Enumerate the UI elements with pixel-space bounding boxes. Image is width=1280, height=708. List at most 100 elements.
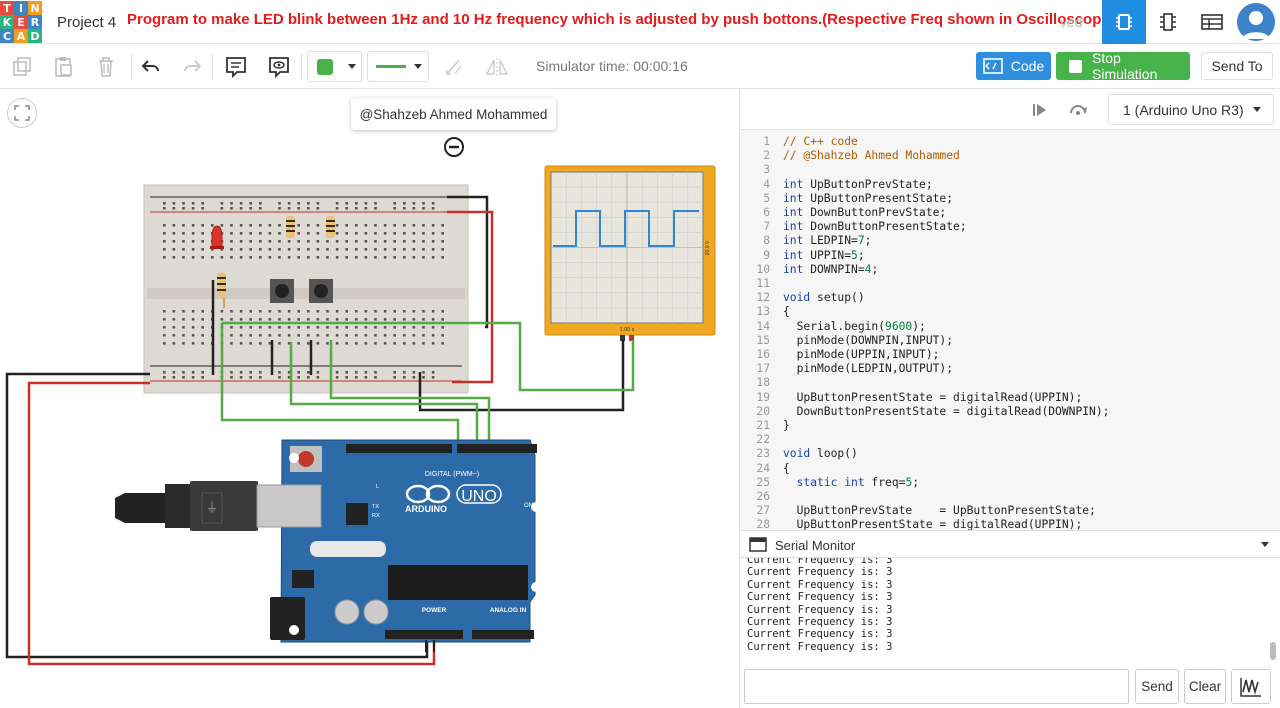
code-line: 15 pinMode(DOWNPIN,INPUT); bbox=[740, 334, 1280, 348]
arduino-on-label: ON bbox=[524, 503, 533, 509]
line-number: 17 bbox=[756, 362, 770, 376]
line-number: 16 bbox=[756, 348, 770, 361]
redo-icon[interactable] bbox=[178, 53, 206, 81]
serial-clear-button[interactable]: Clear bbox=[1184, 669, 1226, 704]
restart-icon[interactable] bbox=[1064, 96, 1092, 124]
notes-toggle-icon[interactable] bbox=[265, 53, 293, 81]
push-button[interactable] bbox=[309, 279, 333, 303]
serial-monitor-header[interactable]: Serial Monitor bbox=[740, 530, 1280, 558]
chevron-down-icon bbox=[348, 64, 356, 69]
delete-icon[interactable] bbox=[92, 53, 120, 81]
stop-simulation-button[interactable]: Stop Simulation bbox=[1056, 50, 1190, 82]
device-select[interactable]: 1 (Arduino Uno R3) bbox=[1108, 94, 1274, 125]
copy-icon[interactable] bbox=[8, 53, 36, 81]
fit-view-button[interactable] bbox=[7, 98, 37, 128]
line-number: 3 bbox=[763, 163, 770, 177]
serial-line: Current Frequency is: 3 bbox=[747, 628, 893, 641]
serial-input[interactable] bbox=[744, 669, 1129, 704]
code-line: 14 Serial.begin(9600); bbox=[740, 320, 1280, 334]
code-button[interactable]: Code bbox=[976, 52, 1051, 80]
circuit-view-icon[interactable] bbox=[1102, 0, 1146, 44]
line-number: 19 bbox=[756, 390, 770, 404]
resistor[interactable] bbox=[326, 216, 335, 238]
color-picker[interactable] bbox=[307, 51, 362, 82]
notes-icon[interactable] bbox=[222, 53, 250, 81]
user-avatar-icon[interactable] bbox=[1237, 3, 1275, 41]
code-line: 22 bbox=[740, 433, 1280, 447]
breadboard[interactable] bbox=[143, 184, 469, 394]
logo-letter: N bbox=[28, 1, 42, 15]
rotate-icon[interactable] bbox=[440, 53, 468, 81]
circuit-drawing: 1.00 s 20.0 V ⏚ bbox=[5, 137, 716, 666]
line-number: 8 bbox=[763, 234, 770, 248]
paste-icon[interactable] bbox=[49, 53, 77, 81]
step-icon[interactable] bbox=[1026, 96, 1054, 124]
project-name[interactable]: Project 4 bbox=[57, 14, 117, 31]
fit-view-icon bbox=[14, 105, 30, 121]
arduino-l-label: L bbox=[376, 484, 379, 490]
svg-text:⏚: ⏚ bbox=[205, 500, 218, 515]
push-button[interactable] bbox=[270, 279, 294, 303]
oscilloscope[interactable]: 1.00 s 20.0 V bbox=[544, 165, 716, 341]
line-number: 13 bbox=[756, 305, 770, 319]
logo-letter: E bbox=[14, 15, 28, 29]
save-status: ved bbox=[1060, 14, 1083, 30]
arduino-logo bbox=[405, 484, 502, 504]
arduino-power-label: POWER bbox=[422, 607, 447, 614]
line-number: 14 bbox=[756, 319, 770, 333]
oscilloscope-volt-label: 20.0 V bbox=[705, 240, 711, 255]
code-line: 18 bbox=[740, 376, 1280, 390]
serial-line: Current Frequency is: 3 bbox=[747, 558, 893, 566]
line-number: 15 bbox=[756, 333, 770, 347]
resistor[interactable] bbox=[217, 273, 226, 297]
code-icon bbox=[982, 58, 1003, 74]
serial-send-button[interactable]: Send bbox=[1135, 669, 1179, 704]
logo-letter: A bbox=[14, 29, 28, 43]
line-number: 10 bbox=[756, 262, 770, 276]
circuit-canvas[interactable]: @Shahzeb Ahmed Mohammed bbox=[0, 89, 739, 708]
line-number: 26 bbox=[756, 490, 770, 503]
chevron-down-icon[interactable] bbox=[1261, 542, 1269, 547]
serial-line: Current Frequency is: 3 bbox=[747, 603, 893, 616]
red-led[interactable] bbox=[210, 225, 224, 249]
component-list-icon[interactable] bbox=[1190, 0, 1234, 44]
editor-toolbar: Simulator time: 00:00:16 Code Stop Simul… bbox=[0, 44, 1280, 89]
stop-icon bbox=[1069, 59, 1082, 73]
line-number: 25 bbox=[756, 475, 770, 489]
arduino-rx-label: RX bbox=[372, 513, 380, 519]
line-number: 18 bbox=[756, 376, 770, 390]
resistor[interactable] bbox=[286, 216, 295, 238]
zoom-out-icon[interactable] bbox=[444, 137, 464, 157]
arduino-uno-board[interactable]: ⏚ DIGITAL (PWM~) ARDUINO UNO POWER ANALO… bbox=[115, 439, 541, 643]
color-swatch bbox=[317, 59, 333, 75]
stop-simulation-label: Stop Simulation bbox=[1092, 50, 1158, 82]
flip-icon[interactable] bbox=[483, 53, 511, 81]
logo-letter: T bbox=[0, 1, 14, 15]
serial-plot-button[interactable] bbox=[1231, 669, 1271, 704]
code-line: 21} bbox=[740, 419, 1280, 433]
toolbar-divider bbox=[131, 54, 132, 80]
wire-type-picker[interactable] bbox=[367, 51, 429, 82]
schematic-view-icon[interactable] bbox=[1146, 0, 1190, 44]
serial-scrollbar[interactable] bbox=[1270, 642, 1276, 660]
code-line: 2// @Shahzeb Ahmed Mohammed bbox=[740, 149, 1280, 163]
undo-icon[interactable] bbox=[137, 53, 165, 81]
code-line: 19 UpButtonPresentState = digitalRead(UP… bbox=[740, 391, 1280, 405]
serial-line: Current Frequency is: 3 bbox=[747, 616, 893, 628]
code-line: 20 DownButtonPresentState = digitalRead(… bbox=[740, 405, 1280, 419]
toolbar-divider bbox=[212, 54, 213, 80]
send-to-button[interactable]: Send To bbox=[1201, 52, 1273, 80]
line-number: 1 bbox=[763, 135, 770, 148]
line-number: 7 bbox=[763, 220, 770, 234]
code-line: 26 bbox=[740, 490, 1280, 504]
line-number: 11 bbox=[756, 277, 770, 290]
line-number: 9 bbox=[763, 248, 770, 262]
